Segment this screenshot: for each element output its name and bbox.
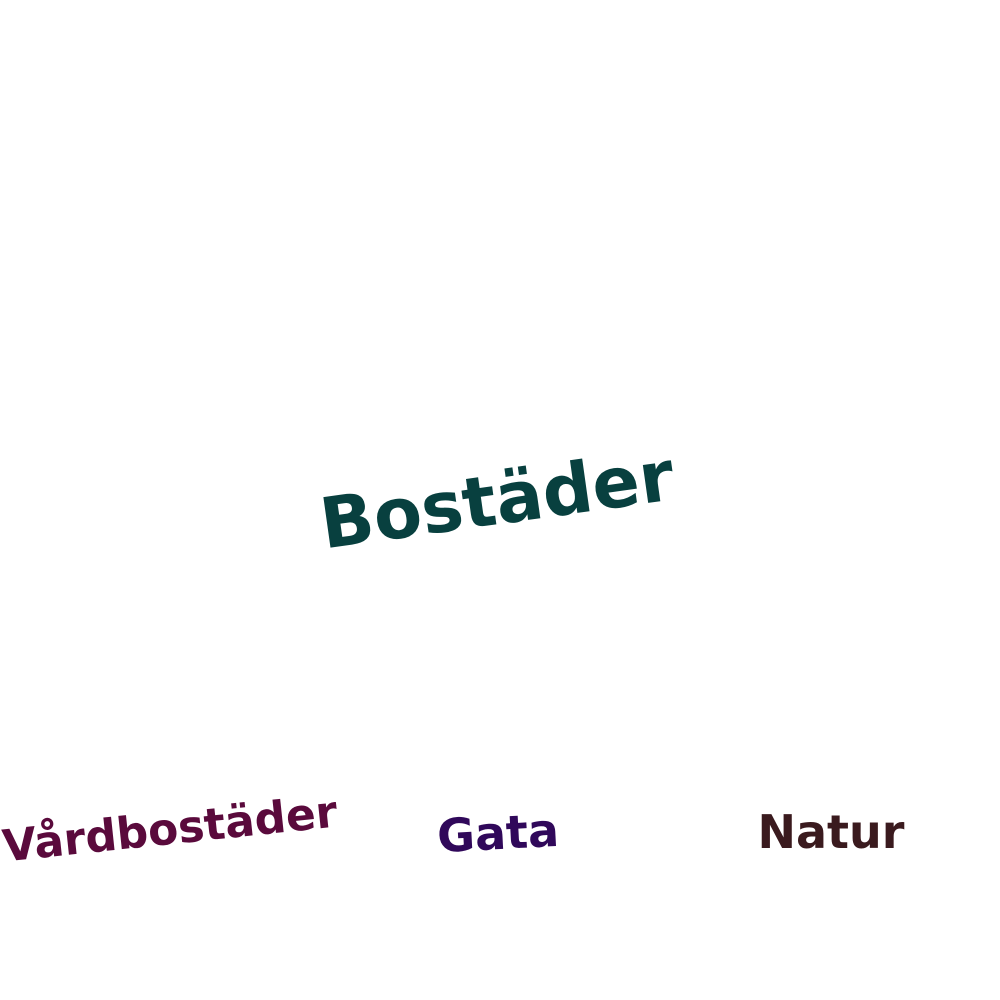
word-bostader: Bostäder [315,434,679,566]
word-vardbostader: Vårdbostäder [0,786,340,873]
word-natur: Natur [757,805,905,859]
word-gata: Gata [435,802,561,864]
